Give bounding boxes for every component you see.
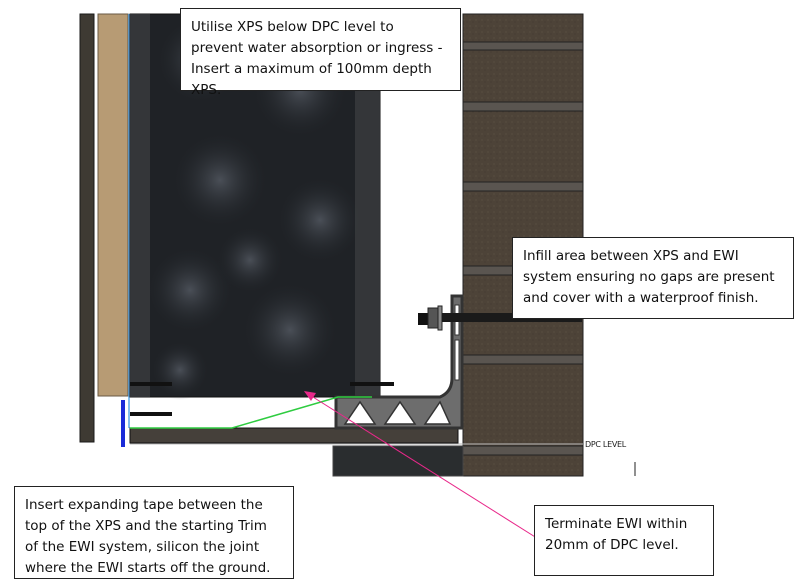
membrane-strip	[121, 400, 125, 447]
dpc-level-label: DPC LEVEL	[585, 440, 626, 449]
expanding-tape	[130, 396, 372, 429]
fixing-right	[350, 382, 394, 386]
timber-batten	[97, 13, 129, 397]
leader-arrowhead	[304, 391, 316, 401]
leader-line	[304, 391, 541, 541]
fixing-lower-left	[130, 412, 172, 416]
starter-track	[129, 427, 459, 444]
callout-xps: Utilise XPS below DPC level to prevent w…	[180, 8, 461, 98]
render-board	[79, 13, 95, 443]
callout-tape: Insert expanding tape between the top of…	[14, 486, 294, 579]
callout-infill: Infill area between XPS and EWI system e…	[512, 237, 794, 319]
callout-terminate: Terminate EWI within 20mm of DPC level.	[534, 505, 714, 576]
fixing-upper-left	[130, 382, 172, 386]
